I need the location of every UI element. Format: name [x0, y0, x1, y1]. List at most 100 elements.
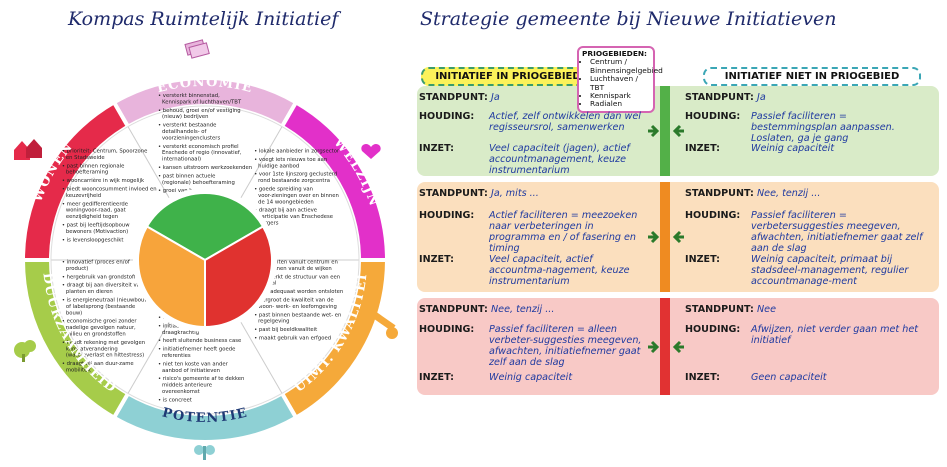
- sector-item-ruimt_kwaliteit: • kan adequaat worden ontsloten: [254, 289, 343, 295]
- green-divider-bar: [660, 86, 670, 176]
- houses-icon: [14, 139, 42, 160]
- inzet-label-out: INZET:: [685, 143, 720, 154]
- sector-divider: [127, 317, 172, 394]
- tape-measure-icon: [371, 311, 398, 339]
- heart-icon: [361, 144, 381, 159]
- standpunt-value-in: Nee, tenzij ...: [491, 304, 555, 315]
- standpunt-value-out: Ja: [757, 92, 766, 103]
- priogebied-item: Centrum / Binnensingelgebied: [590, 58, 663, 75]
- houding-value-out: Passief faciliteren = bestemmingsplan aa…: [751, 111, 895, 144]
- red-divider-bar: [660, 298, 670, 395]
- houding-label-in: HOUDING:: [419, 210, 475, 221]
- houding-value-out: Afwijzen, niet verder gaan met het initi…: [751, 324, 918, 346]
- sector-divider: [238, 317, 283, 394]
- priogebieden-box: PRIOGEBIEDEN: Centrum / Binnensingelgebi…: [577, 46, 663, 113]
- sector-item-potentie: • heeft sluitende business case: [158, 338, 241, 344]
- inzet-label-in: INZET:: [419, 254, 454, 265]
- sector-item-duurzaamheid: • hergebruik van grondstoffen: [62, 274, 142, 280]
- standpunt-label-out: STANDPUNT:: [685, 304, 754, 315]
- standpunt-label-in: STANDPUNT:: [419, 188, 488, 199]
- houding-label-in: HOUDING:: [419, 111, 475, 122]
- header-not-in-priogebied: INITIATIEF NIET IN PRIOGEBIED: [703, 67, 921, 86]
- houding-value-in: Actief, zelf ontwikkelen dan wel regisse…: [489, 111, 641, 133]
- standpunt-value-out: Nee, tenzij ...: [757, 188, 821, 199]
- inzet-value-out: Weinig capaciteit: [751, 143, 835, 154]
- standpunt-value-in: Ja: [491, 92, 500, 103]
- standpunt-label-in: STANDPUNT:: [419, 304, 488, 315]
- sector-item-economie: • groei van banen: [158, 188, 206, 194]
- houding-value-in: Actief faciliteren = meezoeken naar verb…: [489, 210, 638, 254]
- center-red: [204, 225, 273, 329]
- priogebied-item: Luchthaven / TBT: [590, 75, 650, 92]
- converge-arrows-icon: [648, 230, 684, 244]
- sector-item-ruimt_kwaliteit: • past bij beeldkwaliteit: [254, 327, 317, 333]
- inzet-value-out: Weinig capaciteit, primaat bij stadsdeel…: [751, 254, 909, 287]
- inzet-label-in: INZET:: [419, 372, 454, 383]
- houding-label-in: HOUDING:: [419, 324, 475, 335]
- compass-diagram: • versterkt binnenstad,Kennispark of luc…: [0, 0, 398, 460]
- orange-divider-bar: [660, 182, 670, 292]
- standpunt-value-in: Ja, mits ...: [491, 188, 539, 199]
- standpunt-value-out: Nee: [757, 304, 776, 315]
- houding-label-out: HOUDING:: [685, 210, 741, 221]
- converge-arrows-icon: [648, 340, 684, 353]
- converge-arrows-icon: [648, 124, 684, 138]
- segment-label-economie: ECONOMIE: [156, 75, 255, 96]
- sector-divider: [127, 126, 172, 203]
- center-orange: [137, 225, 206, 329]
- segment-label-potentie: POTENTIE: [161, 405, 250, 426]
- inzet-value-in: Weinig capaciteit: [489, 372, 573, 383]
- inner-ring-outline: [50, 105, 360, 415]
- strategy-title: Strategie gemeente bij Nieuwe Initiatiev…: [420, 8, 837, 30]
- inzet-label-out: INZET:: [685, 254, 720, 265]
- sector-divider: [238, 126, 283, 203]
- houding-label-out: HOUDING:: [685, 111, 741, 122]
- inzet-value-in: Veel capaciteit (jagen), actief accountm…: [489, 143, 630, 176]
- inzet-label-in: INZET:: [419, 143, 454, 154]
- sector-item-ruimt_kwaliteit: • maakt gebruik van erfgoed: [254, 336, 331, 342]
- header-in-priogebied: INITIATIEF IN PRIOGEBIED: [421, 67, 595, 86]
- compass-title: Kompas Ruimtelijk Initiatief: [68, 8, 339, 30]
- priogebied-item: Kennispark: [590, 91, 650, 100]
- standpunt-label-out: STANDPUNT:: [685, 92, 754, 103]
- sector-item-welzijn: • lokale aanbieder in zorgsector: [254, 149, 340, 155]
- sector-item-wonen: • is levensloopgeschikt: [62, 237, 124, 243]
- houding-label-out: HOUDING:: [685, 324, 741, 335]
- priogebieden-title: PRIOGEBIEDEN:: [582, 49, 648, 58]
- center-green: [145, 192, 265, 262]
- inzet-value-out: Geen capaciteit: [751, 372, 827, 383]
- sector-item-economie: • behoud, groei en/of vestiging(nieuw) b…: [158, 108, 241, 120]
- inzet-label-out: INZET:: [685, 372, 720, 383]
- standpunt-label-out: STANDPUNT:: [685, 188, 754, 199]
- houding-value-in: Passief faciliteren = alleen verbeter-su…: [489, 324, 642, 368]
- priogebied-item: Radialen: [590, 100, 650, 109]
- strategy-panel: INITIATIEF IN PRIOGEBIED INITIATIEF NIET…: [415, 46, 943, 397]
- sector-item-potentie: • is concreet: [158, 397, 192, 403]
- houding-value-out: Passief faciliteren = verbetersuggesties…: [751, 210, 923, 254]
- sector-item-wonen: • wooncarrière in wijk mogelijk: [62, 177, 145, 184]
- plant-icon: [194, 445, 215, 460]
- tree-icon: [14, 340, 36, 362]
- money-icon: [184, 39, 210, 59]
